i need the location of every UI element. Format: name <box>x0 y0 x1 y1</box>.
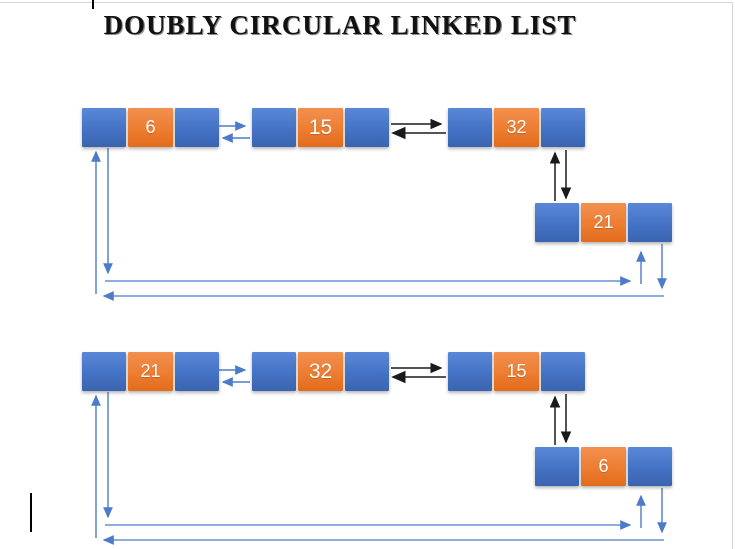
list1-node4-prev-pointer[interactable] <box>535 203 580 242</box>
list1-node-3[interactable]: 32 <box>448 108 585 147</box>
list1-node-1[interactable]: 6 <box>82 108 219 147</box>
list2-node4-prev-pointer[interactable] <box>535 447 580 486</box>
page-title: DOUBLY CIRCULAR LINKED LIST <box>103 10 577 40</box>
text-cursor <box>30 493 32 532</box>
list2-node3-prev-pointer[interactable] <box>448 352 493 391</box>
list1-node3-next-pointer[interactable] <box>540 108 585 147</box>
list2-node-1[interactable]: 21 <box>82 352 219 391</box>
list1-node1-next-pointer[interactable] <box>174 108 219 147</box>
list1-node4-next-pointer[interactable] <box>627 203 672 242</box>
d1-wrap-connector-node1-to-node4[interactable] <box>103 148 646 286</box>
list1-node-2[interactable]: 15 <box>252 108 389 147</box>
list2-node1-prev-pointer[interactable] <box>82 352 127 391</box>
list1-node3-prev-pointer[interactable] <box>448 108 493 147</box>
list2-node-3[interactable]: 15 <box>448 352 585 391</box>
list2-node2-next-pointer[interactable] <box>344 352 389 391</box>
page-margin-tick <box>92 0 94 9</box>
list1-node2-next-pointer[interactable] <box>344 108 389 147</box>
list1-node1-prev-pointer[interactable] <box>82 108 127 147</box>
list1-node1-value[interactable]: 6 <box>128 108 173 147</box>
list1-node3-value[interactable]: 32 <box>494 108 539 147</box>
list2-node-2[interactable]: 32 <box>252 352 389 391</box>
page-border-top <box>0 2 733 3</box>
list2-node-4[interactable]: 6 <box>535 447 672 486</box>
list2-node4-next-pointer[interactable] <box>627 447 672 486</box>
d1-wrap-connector-node4-to-node1[interactable] <box>91 150 667 301</box>
d2-wrap-connector-node4-to-node1[interactable] <box>91 394 667 545</box>
d2-wrap-connector-node1-to-node4[interactable] <box>103 392 646 530</box>
list2-node3-next-pointer[interactable] <box>540 352 585 391</box>
list2-node3-value[interactable]: 15 <box>494 352 539 391</box>
list2-node4-value[interactable]: 6 <box>581 447 626 486</box>
list2-node1-next-pointer[interactable] <box>174 352 219 391</box>
list2-node1-value[interactable]: 21 <box>128 352 173 391</box>
page-border-right <box>732 2 733 549</box>
list1-node2-prev-pointer[interactable] <box>252 108 297 147</box>
list1-node-4[interactable]: 21 <box>535 203 672 242</box>
list1-node4-value[interactable]: 21 <box>581 203 626 242</box>
list2-node2-prev-pointer[interactable] <box>252 352 297 391</box>
list2-node2-value[interactable]: 32 <box>298 352 343 391</box>
list1-node2-value[interactable]: 15 <box>298 108 343 147</box>
